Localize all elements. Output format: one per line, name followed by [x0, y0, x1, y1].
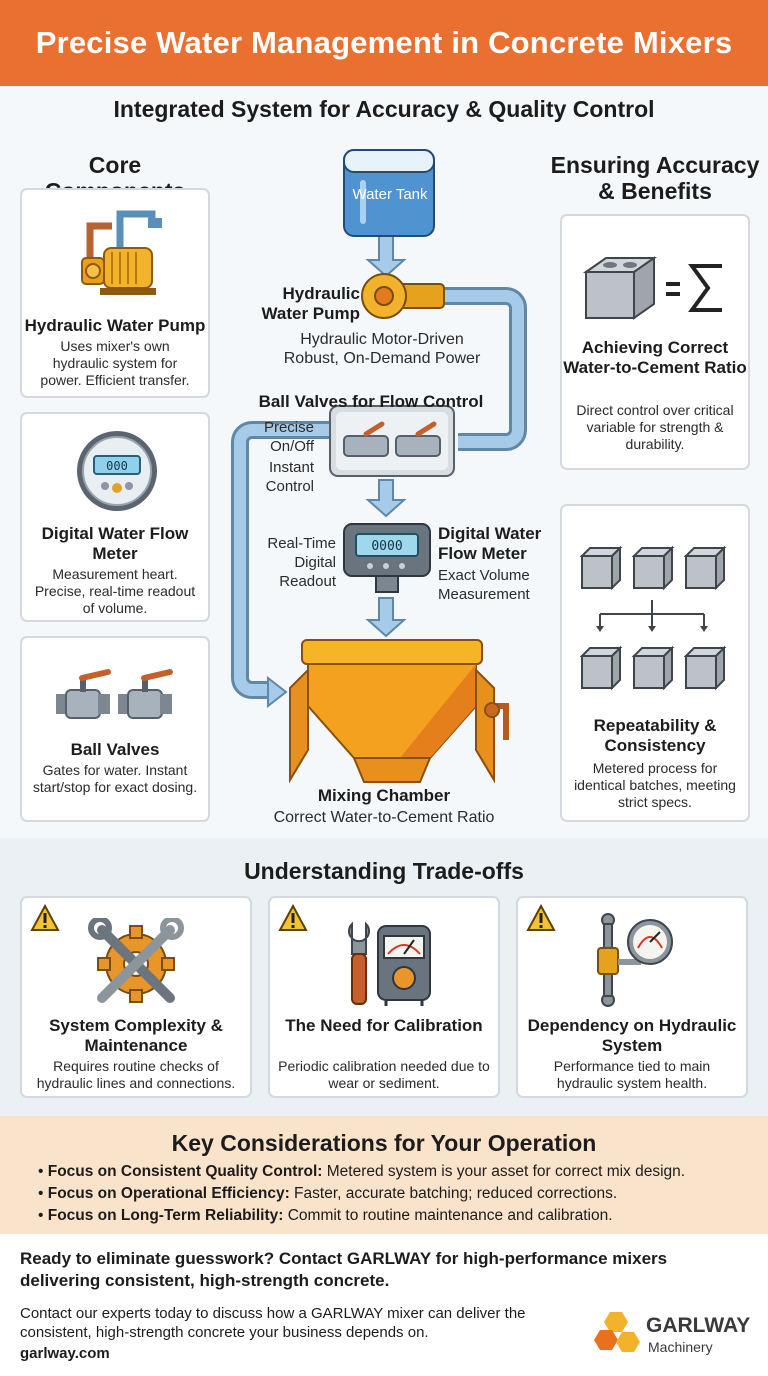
warning-icon: [526, 904, 556, 931]
card-title: Dependency on Hydraulic System: [527, 1016, 737, 1055]
page-title: Precise Water Management in Concrete Mix…: [35, 25, 733, 60]
tradeoffs-title: Understanding Trade-offs: [244, 858, 524, 884]
card-desc: Uses mixer's own hydraulic system for po…: [40, 338, 190, 388]
cta-headline: Ready to eliminate guesswork? Contact GA…: [20, 1249, 668, 1290]
card-title: System Complexity & Maintenance: [49, 1016, 223, 1055]
valves-left-label-2: Instant Control: [265, 459, 314, 495]
flow-meter-icon: 000: [77, 431, 157, 511]
card-desc: Performance tied to main hydraulic syste…: [553, 1058, 711, 1091]
water-tank-icon: [343, 149, 435, 237]
chamber-title: Mixing Chamber: [317, 786, 451, 805]
card-calibration: The Need for Calibration Periodic calibr…: [268, 896, 500, 1098]
card-ratio: Achieving Correct Water-to-Cement Ratio …: [560, 214, 750, 470]
digital-meter-icon: [343, 523, 431, 593]
flow-diagram: 0000: [231, 149, 527, 784]
ball-valves-icon: [56, 669, 173, 719]
pressure-gauge-icon: [597, 913, 673, 1007]
benefits-title: Ensuring Accuracy & Benefits: [550, 152, 760, 204]
meter-left-label: Real-Time Digital Readout: [267, 535, 336, 590]
hydraulic-pump-icon: [81, 210, 162, 295]
pump-desc: Hydraulic Motor-Driven Robust, On-Demand…: [283, 331, 481, 367]
list-item: • Focus on Operational Efficiency: Faste…: [38, 1185, 618, 1202]
ball-valves-panel-icon: [329, 405, 455, 477]
meter-desc: Exact Volume Measurement: [438, 567, 530, 603]
card-complexity: System Complexity & Maintenance Requires…: [20, 896, 252, 1098]
subtitle: Integrated System for Accuracy & Quality…: [113, 96, 655, 122]
hexagon-logo-icon: [594, 1312, 640, 1352]
card-title: Hydraulic Water Pump: [24, 316, 206, 335]
card-desc: Requires routine checks of hydraulic lin…: [36, 1058, 236, 1091]
card-desc: Direct control over critical variable fo…: [576, 402, 734, 452]
tank-label: Water Tank: [352, 186, 428, 203]
key-list: • Focus on Consistent Quality Control: M…: [38, 1161, 685, 1227]
card-desc: Gates for water. Instant start/stop for …: [32, 762, 198, 795]
card-title: Ball Valves: [70, 740, 160, 759]
card-flow-meter: 000 Digital Water Flow Meter Measurement…: [20, 412, 210, 622]
card-desc: Metered process for identical batches, m…: [574, 760, 736, 810]
cement-sum-icon: [582, 256, 722, 320]
list-item: • Focus on Consistent Quality Control: M…: [38, 1163, 686, 1180]
chamber-desc: Correct Water-to-Cement Ratio: [273, 809, 495, 826]
svg-text:000: 000: [106, 459, 128, 473]
warning-icon: [278, 904, 308, 931]
meter-title: Digital Water Flow Meter: [438, 524, 542, 563]
logo-sub: Machinery: [648, 1339, 713, 1355]
valves-title: Ball Valves for Flow Control: [258, 392, 484, 411]
header-banner: Precise Water Management in Concrete Mix…: [0, 0, 768, 86]
card-desc: Periodic calibration needed due to wear …: [278, 1058, 490, 1091]
key-considerations-section: Key Considerations for Your Operation • …: [0, 1116, 768, 1234]
card-title: Repeatability & Consistency: [593, 716, 717, 755]
mixing-chamber-icon: [289, 639, 509, 784]
pump-title: Hydraulic Water Pump: [261, 284, 360, 323]
card-title: Achieving Correct Water-to-Cement Ratio: [563, 338, 747, 377]
website-link[interactable]: garlway.com: [20, 1345, 110, 1362]
card-title: Digital Water Flow Meter: [41, 524, 189, 563]
pump-icon: [361, 273, 445, 319]
wrench-gear-icon: [88, 918, 184, 1003]
garlway-logo: GARLWAY Machinery: [592, 1308, 762, 1358]
list-item: • Focus on Long-Term Reliability: Commit…: [38, 1207, 613, 1224]
card-ball-valves: Ball Valves Gates for water. Instant sta…: [20, 636, 210, 822]
calibration-meter-icon: [348, 921, 431, 1006]
svg-text:0000: 0000: [371, 539, 402, 554]
card-dependency: Dependency on Hydraulic System Performan…: [516, 896, 748, 1098]
card-desc: Measurement heart. Precise, real-time re…: [34, 566, 196, 616]
valves-left-label: Precise On/Off: [263, 419, 314, 455]
key-title: Key Considerations for Your Operation: [171, 1130, 597, 1156]
card-repeatability: Repeatability & Consistency Metered proc…: [560, 504, 750, 822]
card-title: The Need for Calibration: [285, 1016, 483, 1035]
cta-text: Contact our experts today to discuss how…: [20, 1305, 526, 1341]
logo-name: GARLWAY: [646, 1314, 751, 1337]
warning-icon: [30, 904, 60, 931]
batch-blocks-icon: [579, 545, 725, 689]
card-hydraulic-pump: Hydraulic Water Pump Uses mixer's own hy…: [20, 188, 210, 398]
